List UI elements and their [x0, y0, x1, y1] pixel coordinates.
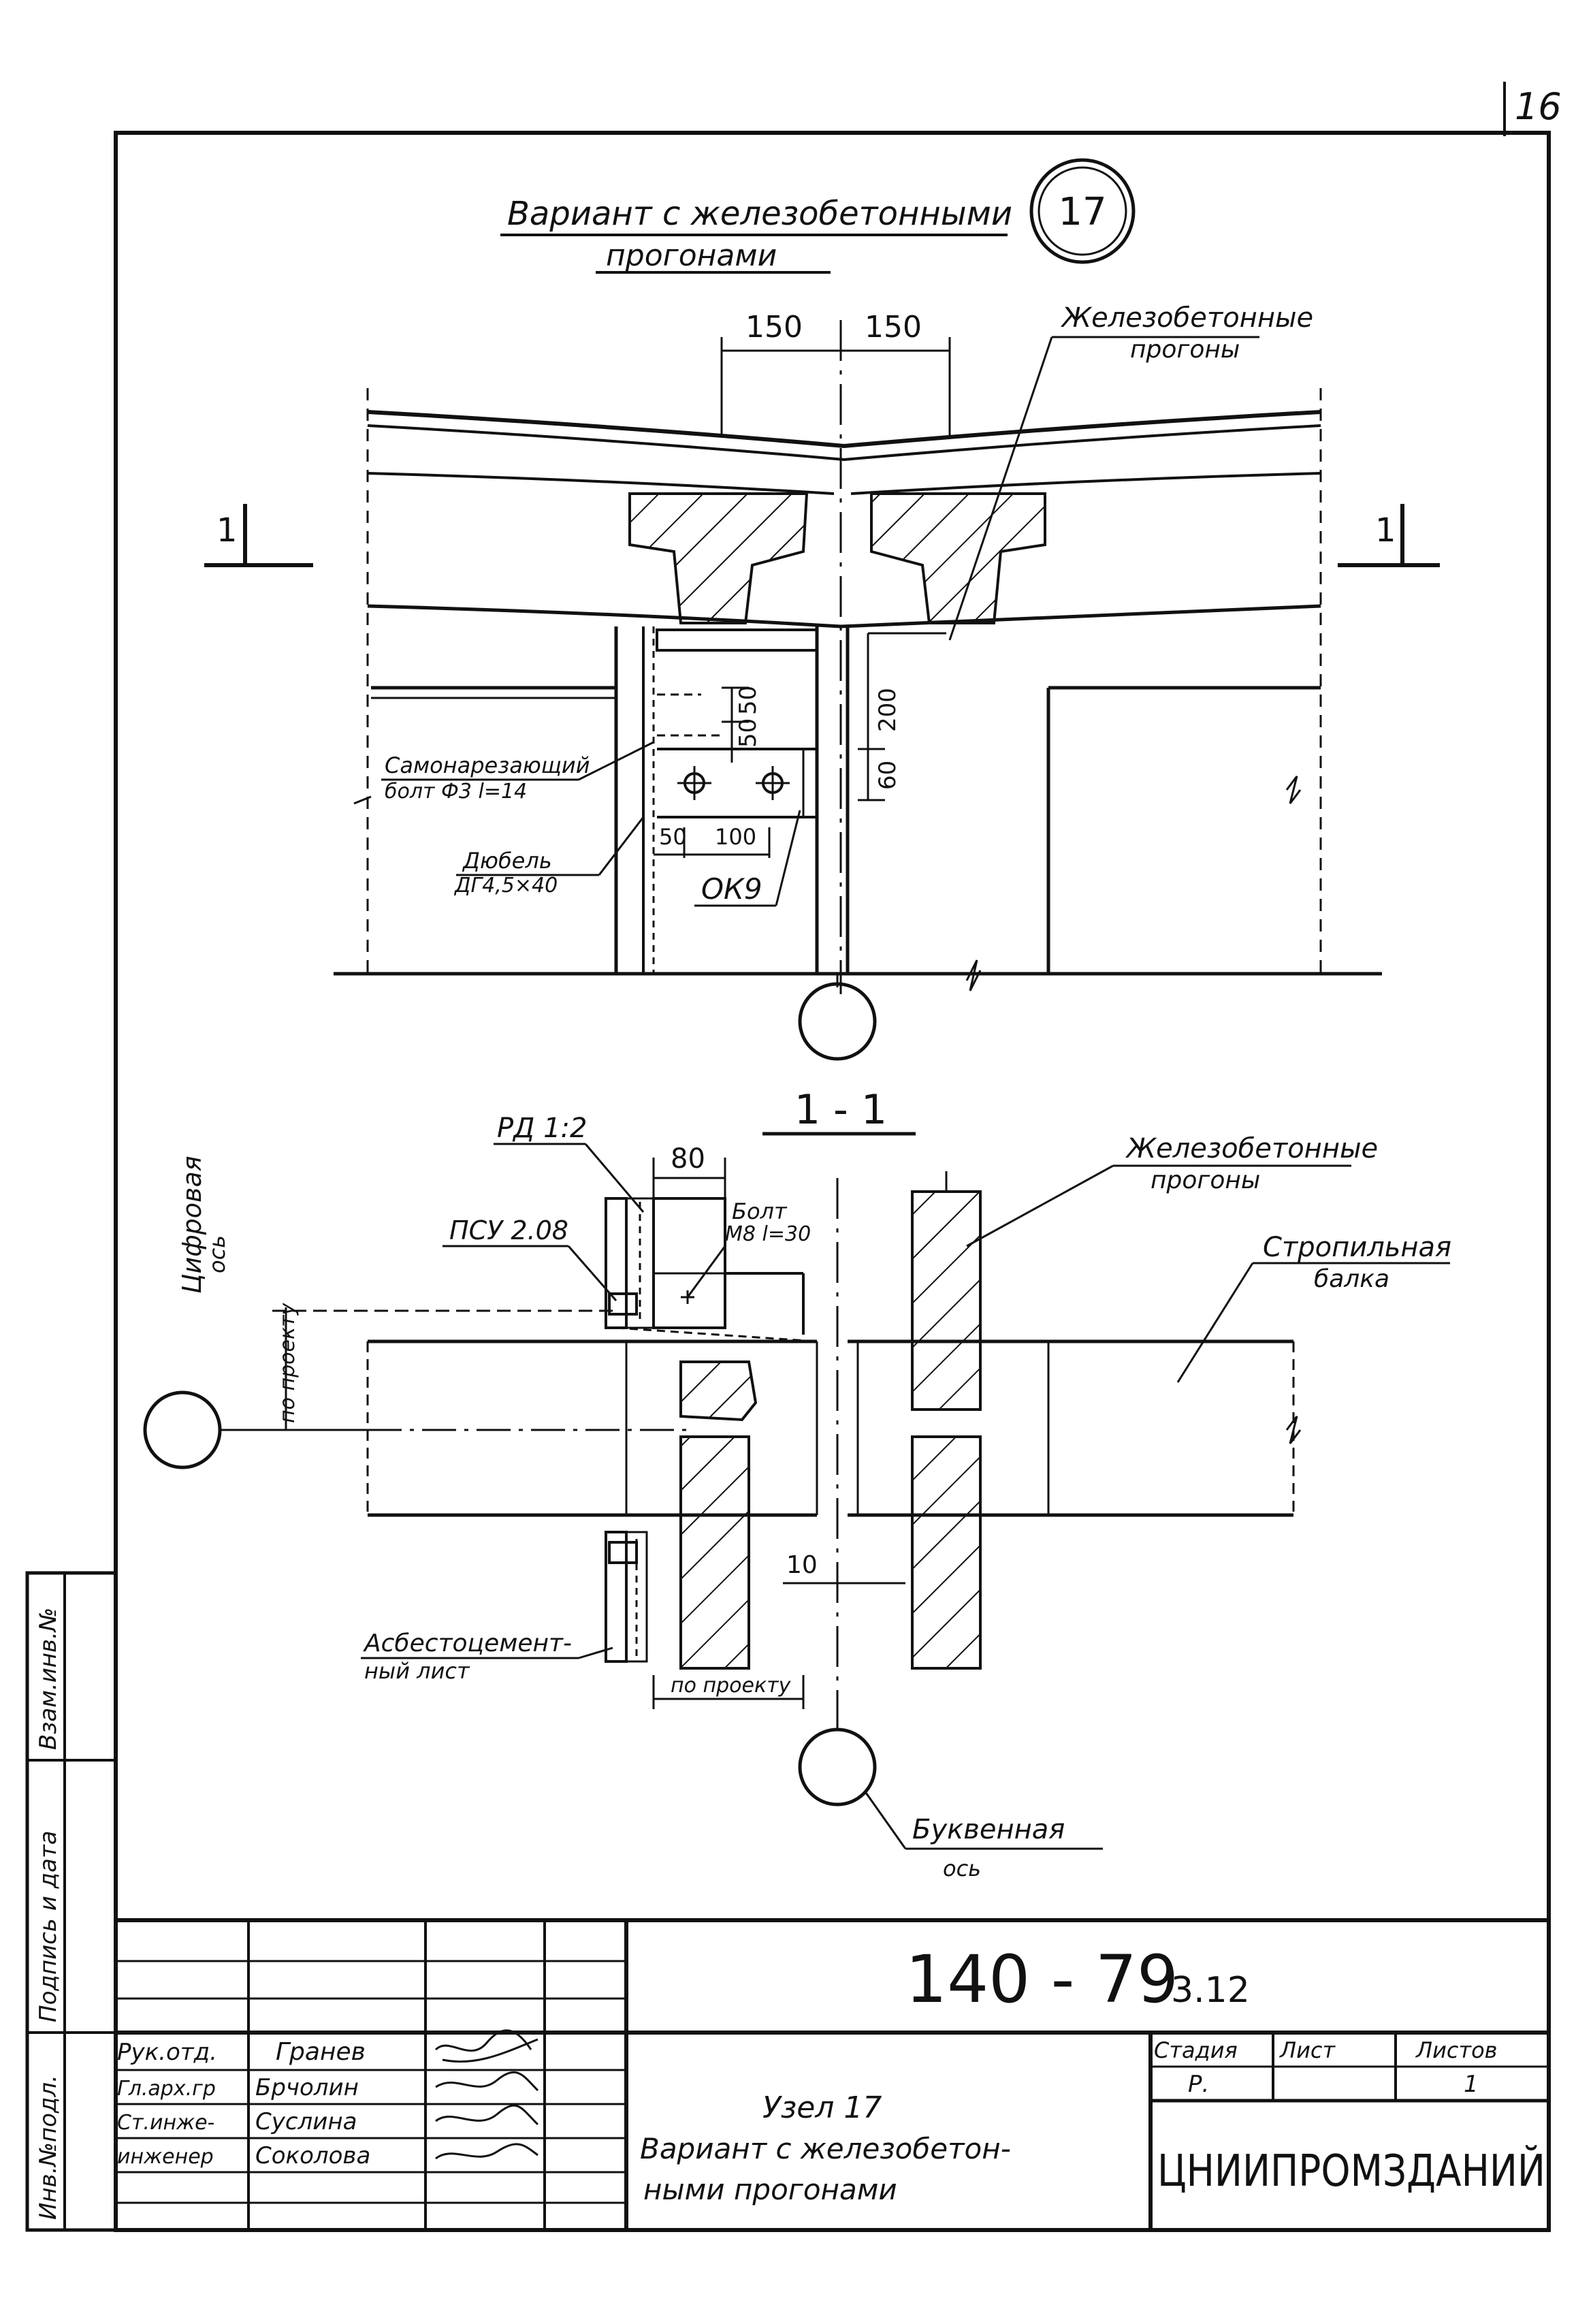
dim-150-left: 150 [745, 310, 803, 345]
drawing-title: Вариант с железобетонными прогонами 17 [500, 158, 1136, 274]
side-sign-date: Подпись и дата [35, 1830, 62, 2022]
doc-code: 140 - 79 [905, 1941, 1178, 2018]
section-view: 1 - 1 РД 1:2 80 Болт М8 l=30 ПСУ 2.08 [143, 1086, 1451, 1881]
label-dowel-2: ДГ4,5×40 [453, 874, 558, 897]
dim-150-right: 150 [865, 310, 922, 345]
label-screw-1: Самонарезающий [385, 752, 590, 778]
purlin-section-right [870, 492, 1046, 624]
side-vzam-inv: Взам.инв.№ [35, 1608, 62, 1750]
label-dowel-1: Дюбель [462, 848, 552, 874]
label-letter-axis-2: ось [943, 1856, 981, 1881]
dim-80: 80 [671, 1143, 705, 1175]
label-numeric-axis-1: Цифровая [177, 1156, 207, 1294]
block-left-top [679, 1360, 758, 1422]
label-purlins-section-1: Железобетонные [1125, 1133, 1378, 1164]
purlin-right-lower [911, 1435, 982, 1670]
role-4: инженер [117, 2145, 214, 2169]
axis-circle-numeric [143, 1390, 222, 1469]
label-purlins-top-1: Железобетонные [1060, 302, 1313, 334]
sheet-label: Лист [1279, 2037, 1336, 2063]
name-3: Суслина [255, 2108, 357, 2135]
label-asbestos-1: Асбестоцемент- [363, 1629, 572, 1657]
label-bolt-2: М8 l=30 [725, 1222, 811, 1246]
label-beam-1: Стропильная [1263, 1232, 1451, 1263]
name-1: Гранев [276, 2038, 366, 2066]
label-numeric-axis-2: ось [204, 1235, 230, 1273]
title-line1: Вариант с железобетонными [507, 195, 1012, 233]
name-4: Соколова [255, 2142, 370, 2169]
label-screw-2: болт Ф3 l=14 [385, 780, 527, 803]
role-1: Рук.отд. [117, 2039, 217, 2066]
dim-100: 100 [715, 824, 756, 850]
label-asbestos-2: ный лист [364, 1658, 470, 1684]
label-purlins-section-2: прогоны [1151, 1166, 1260, 1194]
sheets-label: Листов [1415, 2037, 1498, 2063]
doc-code-suffix: 3.12 [1171, 1970, 1250, 2011]
name-2: Брчолин [255, 2074, 359, 2101]
dim-10: 10 [786, 1551, 818, 1579]
node-number: 17 [1058, 190, 1106, 234]
node-desc-2: ными прогонами [643, 2173, 897, 2206]
purlin-right-upper [911, 1190, 982, 1411]
role-3: Ст.инже- [117, 2111, 214, 2135]
label-ok9: ОК9 [701, 872, 762, 906]
dim-50-lower: 50 [735, 718, 762, 748]
section-mark-right: 1 [1375, 511, 1396, 550]
side-stamp: Взам.инв.№ Подпись и дата Инв.№подл. [25, 1571, 118, 2232]
purlin-section-left [628, 492, 809, 624]
label-beam-2: балка [1314, 1265, 1389, 1293]
role-2: Гл.арх.гр [117, 2077, 216, 2101]
stage-label: Стадия [1154, 2037, 1238, 2063]
block-left-bottom [679, 1435, 750, 1670]
title-line2: прогонами [606, 238, 777, 273]
dim-50-bottom: 50 [659, 824, 687, 850]
label-letter-axis-1: Буквенная [912, 1814, 1065, 1845]
label-per-project-horizontal: по проекту [671, 1674, 792, 1698]
section-title: 1 - 1 [794, 1086, 887, 1134]
dim-60: 60 [874, 761, 901, 790]
section-mark-left: 1 [216, 511, 238, 550]
label-per-project-vertical: по проекту [276, 1302, 300, 1423]
signatures [434, 2029, 539, 2160]
sheets-value: 1 [1464, 2071, 1479, 2098]
node-title: Узел 17 [762, 2090, 882, 2125]
node-number-circle [1029, 158, 1136, 264]
top-view: 150 150 Железобетонные прогоны 1 1 [204, 302, 1440, 1061]
label-rd: РД 1:2 [497, 1113, 587, 1144]
org-name: ЦНИИПРОМЗДАНИЙ [1157, 2145, 1545, 2197]
axis-circle-letter [798, 1728, 877, 1806]
dim-200: 200 [874, 688, 901, 732]
stage-value: Р. [1188, 2071, 1209, 2098]
label-bolt-1: Болт [732, 1198, 788, 1224]
page-number: 16 [1515, 85, 1562, 128]
label-psu: ПСУ 2.08 [449, 1215, 568, 1245]
side-inv-orig: Инв.№подл. [35, 2075, 62, 2220]
title-block: 140 - 79 3.12 Рук.отд. Гл.арх.гр Ст.инже… [116, 1918, 1549, 2230]
axis-circle-top [798, 982, 877, 1061]
label-purlins-top-2: прогоны [1130, 336, 1240, 364]
node-desc-1: Вариант с железобетон- [640, 2132, 1011, 2165]
dim-50-upper: 50 [735, 686, 762, 715]
sheet-frame [114, 131, 1551, 2232]
